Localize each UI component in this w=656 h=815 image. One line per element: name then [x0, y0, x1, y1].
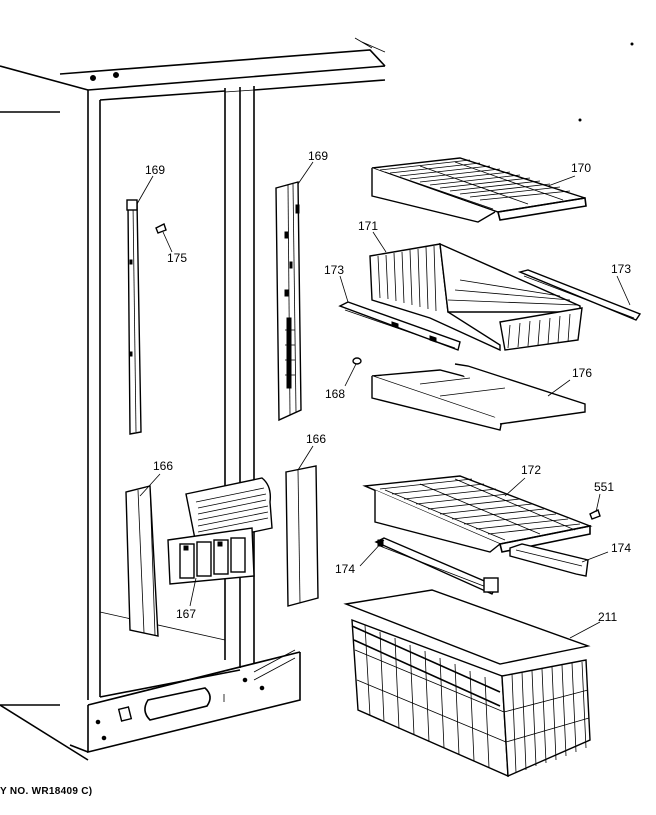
label-551: 551: [594, 480, 614, 494]
label-173-right: 173: [611, 262, 631, 276]
wire-basket-211[interactable]: [343, 589, 591, 778]
shelf-frame-176[interactable]: [371, 363, 586, 431]
catalog-number-caption: Y NO. WR18409 C): [0, 786, 93, 797]
callout-labels: 169 175 169 170 171 173 173 168 176 166 …: [145, 149, 631, 624]
label-171: 171: [358, 219, 378, 233]
label-174-left: 174: [335, 562, 355, 576]
wire-basket-171[interactable]: [369, 242, 583, 352]
callout-leaders: [136, 161, 631, 639]
shelf-support-rail-left[interactable]: [126, 199, 142, 435]
label-170: 170: [571, 161, 591, 175]
label-167: 167: [176, 607, 196, 621]
drawer-slide-174-left[interactable]: [374, 537, 499, 595]
slide-rail-173-left[interactable]: [338, 301, 461, 351]
label-176: 176: [572, 366, 592, 380]
label-169-left: 169: [145, 163, 165, 177]
control-housing-167[interactable]: [167, 477, 273, 585]
drawer-slide-174-right[interactable]: [509, 543, 589, 577]
channel-166-right[interactable]: [285, 465, 319, 607]
slide-rail-173-right[interactable]: [517, 269, 642, 321]
label-172: 172: [521, 463, 541, 477]
screw-551[interactable]: [589, 509, 601, 520]
label-166-left: 166: [153, 459, 173, 473]
label-169-right: 169: [308, 149, 328, 163]
wire-shelf-170[interactable]: [371, 157, 587, 223]
cabinet-liner: [0, 37, 634, 761]
label-174-right: 174: [611, 541, 631, 555]
shelf-support-rail-right[interactable]: [275, 181, 302, 422]
clip-168[interactable]: [352, 357, 362, 365]
label-166-right: 166: [306, 432, 326, 446]
wire-shelf-172[interactable]: [362, 475, 593, 553]
label-175: 175: [167, 251, 187, 265]
screw-175[interactable]: [155, 223, 167, 234]
channel-166-left[interactable]: [125, 485, 159, 637]
label-168: 168: [325, 387, 345, 401]
label-211: 211: [598, 610, 617, 624]
label-173-left: 173: [324, 263, 344, 277]
